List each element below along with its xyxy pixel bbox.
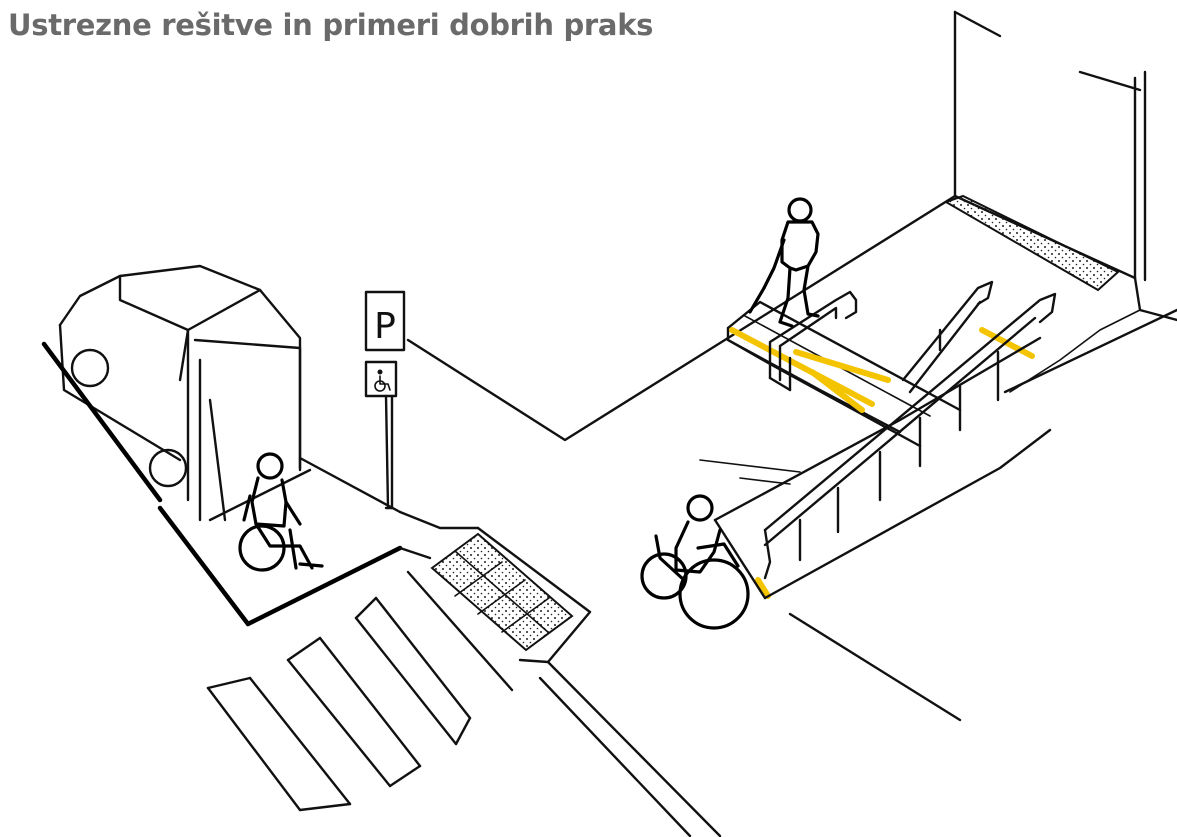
ramp-railing (763, 280, 1057, 580)
stair-handrail (768, 290, 858, 392)
sidewalk-curb (398, 510, 722, 837)
parked-van (58, 264, 302, 522)
parking-bay-lines (41, 341, 403, 627)
ground-lines-right (788, 308, 1177, 722)
parking-sign (364, 290, 406, 510)
wheelchair-user-ramp (640, 494, 750, 630)
parking-letter: P (374, 306, 396, 347)
wheelchair-user-parking (238, 452, 324, 572)
tactile-paving-curb (430, 532, 574, 652)
tactile-warning-strip-entrance (943, 194, 1120, 292)
pedestrian-with-cane (748, 197, 820, 328)
page-title: Ustrezne rešitve in primeri dobrih praks (8, 8, 654, 42)
wheelchair-ramp (699, 336, 1052, 600)
wheelchair-symbol-icon (374, 369, 391, 392)
building-entrance-platform (406, 194, 1177, 442)
pedestrian-crossing (206, 570, 514, 812)
